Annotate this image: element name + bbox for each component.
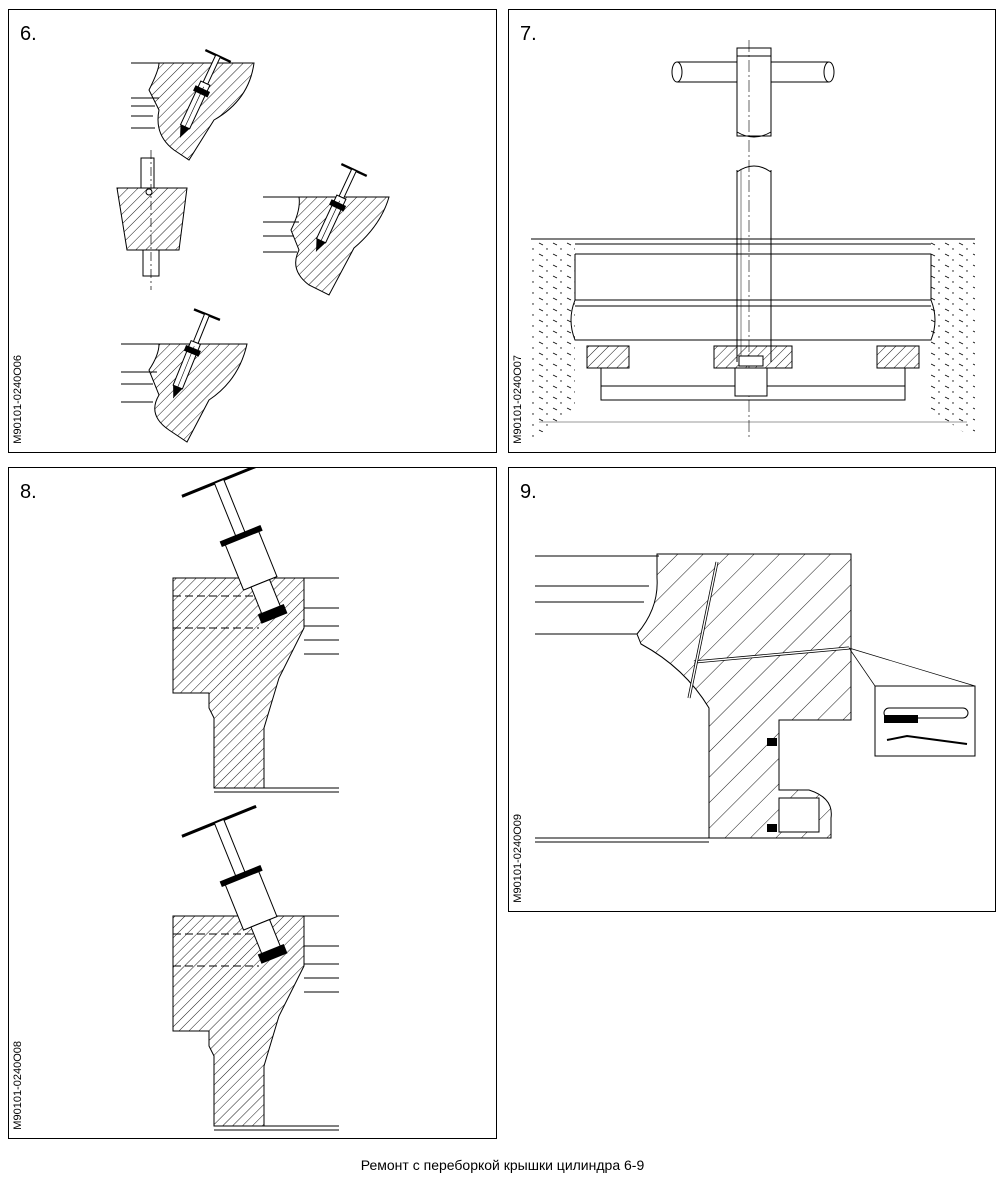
valve-seat-tool-icon <box>181 468 288 624</box>
cover-bore-section <box>531 238 975 440</box>
cylinder-cover-section-bottom <box>121 343 248 443</box>
panel-number: 9. <box>520 481 537 503</box>
figure-6-drawing <box>116 48 390 443</box>
figure-9-drawing <box>535 553 976 843</box>
cylinder-cover-cross-section <box>535 553 852 843</box>
panel-9: 9. M90101-0240O09 <box>508 467 996 912</box>
detail-callout <box>848 647 976 757</box>
panel-number: 7. <box>520 23 537 45</box>
valve-seat-tool-icon <box>181 804 288 964</box>
t-handle-icon <box>671 47 835 138</box>
valve-seat-part <box>116 150 188 290</box>
figure-caption: Ремонт с переборкой крышки цилиндра 6-9 <box>360 1157 645 1173</box>
cylinder-cover-section-upper <box>172 577 339 793</box>
panel-number: 6. <box>20 23 37 45</box>
panel-number: 8. <box>20 481 37 503</box>
panel-6: 6. M90101-0240O06 <box>8 9 497 453</box>
panel-8: 8. M90101-0240O08 <box>8 467 497 1139</box>
figure-8-drawing <box>172 468 339 1131</box>
cylinder-cover-section-right <box>263 196 390 296</box>
figure-7-drawing <box>531 40 975 440</box>
cylinder-cover-section-lower <box>172 915 339 1131</box>
panel-7: 7. M90101-0240O07 <box>508 9 996 453</box>
cylinder-cover-section-top <box>131 62 255 161</box>
